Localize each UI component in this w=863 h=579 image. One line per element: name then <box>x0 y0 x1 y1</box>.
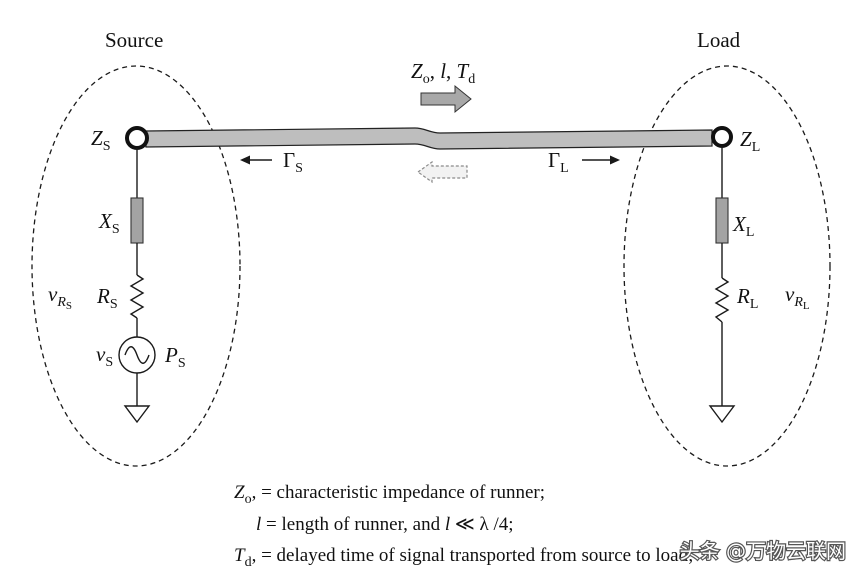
legend-impedance-text: , = characteristic impedance of runner; <box>252 482 545 503</box>
source-reactance-subscript: S <box>112 222 120 237</box>
source-impedance-subscript: S <box>103 139 111 154</box>
load-resistor-voltage-symbol: v <box>785 282 795 306</box>
legend-delay-symbol: T <box>234 545 246 566</box>
source-voltage-label: vS <box>96 342 113 370</box>
source-resistor-zigzag <box>129 274 145 319</box>
runner-z-subscript: o <box>423 72 430 87</box>
load-resistor-voltage-subscript: R <box>793 295 803 310</box>
runner-l-symbol: l <box>440 59 446 83</box>
source-reflection-arrowhead-icon <box>240 155 250 165</box>
legend-length-symbol: l <box>256 514 261 535</box>
source-reflection-subscript: S <box>295 161 303 176</box>
load-resistance-subscript: L <box>750 297 759 312</box>
legend-line-impedance: Zo, = characteristic impedance of runner… <box>234 482 545 507</box>
source-power-symbol: P <box>164 343 178 367</box>
source-resistor-voltage-symbol: v <box>48 282 58 306</box>
runner-z-symbol: Z <box>411 59 423 83</box>
runner-trace <box>145 127 713 150</box>
runner-separator-2: , <box>446 59 457 83</box>
legend-length-condition: ≪ λ /4; <box>450 514 513 535</box>
source-resistance-subscript: S <box>110 297 118 312</box>
runner-t-subscript: d <box>468 72 475 87</box>
load-reflection-symbol: Γ <box>548 148 560 172</box>
source-power-subscript: S <box>178 356 186 371</box>
legend-length-symbol-2: l <box>445 514 450 535</box>
legend-delay-subscript: d <box>245 555 252 570</box>
source-resistor-voltage-label: vRS <box>48 282 72 312</box>
load-reactance-symbol: X <box>732 212 747 236</box>
source-title: Source <box>105 28 163 52</box>
source-resistance-label: RS <box>96 284 118 312</box>
source-resistor-voltage-subsubscript: S <box>66 300 72 312</box>
load-resistor-voltage-label: vRL <box>785 282 810 312</box>
load-impedance-label: ZL <box>740 127 760 155</box>
forward-signal-arrow-icon <box>420 84 472 114</box>
legend-line-length: l = length of runner, and l ≪ λ /4; <box>256 514 514 535</box>
source-resistor-voltage-subscript: R <box>56 295 66 310</box>
source-resistance-symbol: R <box>96 284 110 308</box>
load-reflection-arrowhead-icon <box>610 155 620 165</box>
source-impedance-symbol: Z <box>91 126 103 150</box>
load-resistance-symbol: R <box>736 284 750 308</box>
load-reflection-label: ΓL <box>548 148 569 176</box>
source-ground-icon <box>123 405 151 424</box>
source-terminal <box>125 126 149 150</box>
load-resistance-label: RL <box>736 284 758 312</box>
load-reactance-subscript: L <box>746 225 755 240</box>
source-impedance-label: ZS <box>91 126 110 154</box>
source-voltage-subscript: S <box>105 355 113 370</box>
runner-separator-1: , <box>430 59 441 83</box>
load-terminal <box>711 126 733 148</box>
source-boundary-ellipse <box>31 65 241 467</box>
runner-params-label: Zo, l, Td <box>411 59 475 87</box>
load-reactance-label: XL <box>732 212 754 240</box>
load-impedance-subscript: L <box>752 140 761 155</box>
source-reactance-element <box>130 197 144 244</box>
source-voltage-symbol: v <box>96 342 106 366</box>
source-power-label: PS <box>164 343 186 371</box>
source-reflection-label: ΓS <box>283 148 303 176</box>
source-reflection-symbol: Γ <box>283 148 295 172</box>
source-reactance-symbol: X <box>98 209 113 233</box>
load-resistor-zigzag <box>714 277 730 323</box>
load-impedance-symbol: Z <box>740 127 752 151</box>
legend-line-delay: Td, = delayed time of signal transported… <box>234 545 693 570</box>
watermark: 头条 @万物云联网 <box>680 539 846 563</box>
legend-delay-text: , = delayed time of signal transported f… <box>252 545 694 566</box>
load-ground-icon <box>708 405 736 424</box>
load-reflection-subscript: L <box>560 161 569 176</box>
runner-t-symbol: T <box>457 59 470 83</box>
legend-impedance-symbol: Z <box>234 482 245 503</box>
legend-impedance-subscript: o <box>245 492 252 507</box>
ac-sine-wave-icon <box>124 346 150 364</box>
legend-length-text: = length of runner, and <box>261 514 445 535</box>
source-reactance-label: XS <box>98 209 120 237</box>
reflected-signal-arrow-icon <box>416 160 468 184</box>
load-resistor-voltage-subsubscript: L <box>803 300 810 312</box>
load-reactance-element <box>715 197 729 244</box>
load-title: Load <box>697 28 741 52</box>
load-boundary-ellipse <box>623 65 831 467</box>
